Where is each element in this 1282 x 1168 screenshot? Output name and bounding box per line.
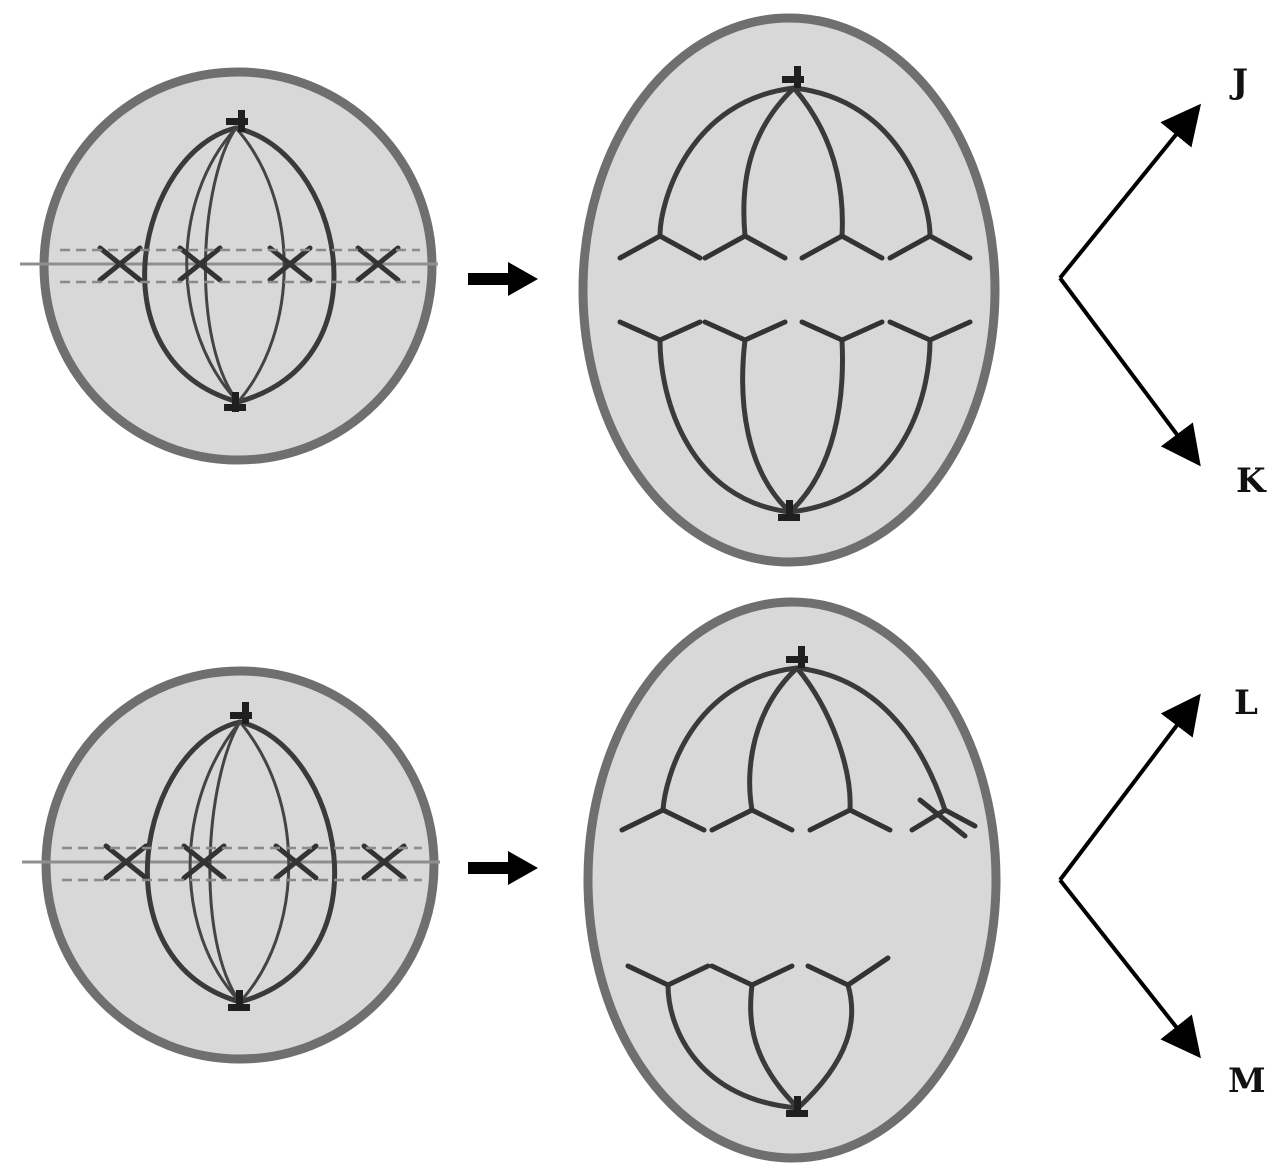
top-branch-arrows [1058, 103, 1202, 467]
label-j: J [1229, 62, 1248, 102]
aligned-chromosomes [103, 843, 407, 881]
bottom-anaphase-cell [583, 597, 1001, 1163]
bottom-metaphase-cell [22, 666, 440, 1064]
centriole-top [230, 702, 252, 724]
arrow-to-m [1058, 878, 1201, 1059]
top-metaphase-cell [20, 67, 438, 465]
aligned-chromosomes [97, 245, 401, 283]
arrow-to-l [1058, 693, 1201, 882]
centriole-bottom [786, 1096, 808, 1117]
label-k: K [1236, 461, 1267, 501]
label-l: L [1234, 683, 1258, 723]
centriole-bottom [228, 990, 250, 1011]
label-m: M [1228, 1061, 1266, 1101]
centriole-bottom [224, 392, 246, 412]
top-process-arrow [468, 262, 538, 296]
arrow-to-k [1058, 276, 1201, 467]
centriole-top [786, 646, 808, 668]
bottom-process-arrow [468, 851, 538, 885]
centriole-top [782, 66, 804, 88]
centriole-top [226, 110, 248, 132]
centriole-bottom [778, 500, 800, 521]
bottom-branch-arrows [1058, 693, 1201, 1059]
top-anaphase-cell [578, 13, 1000, 567]
arrow-to-j [1058, 103, 1202, 280]
